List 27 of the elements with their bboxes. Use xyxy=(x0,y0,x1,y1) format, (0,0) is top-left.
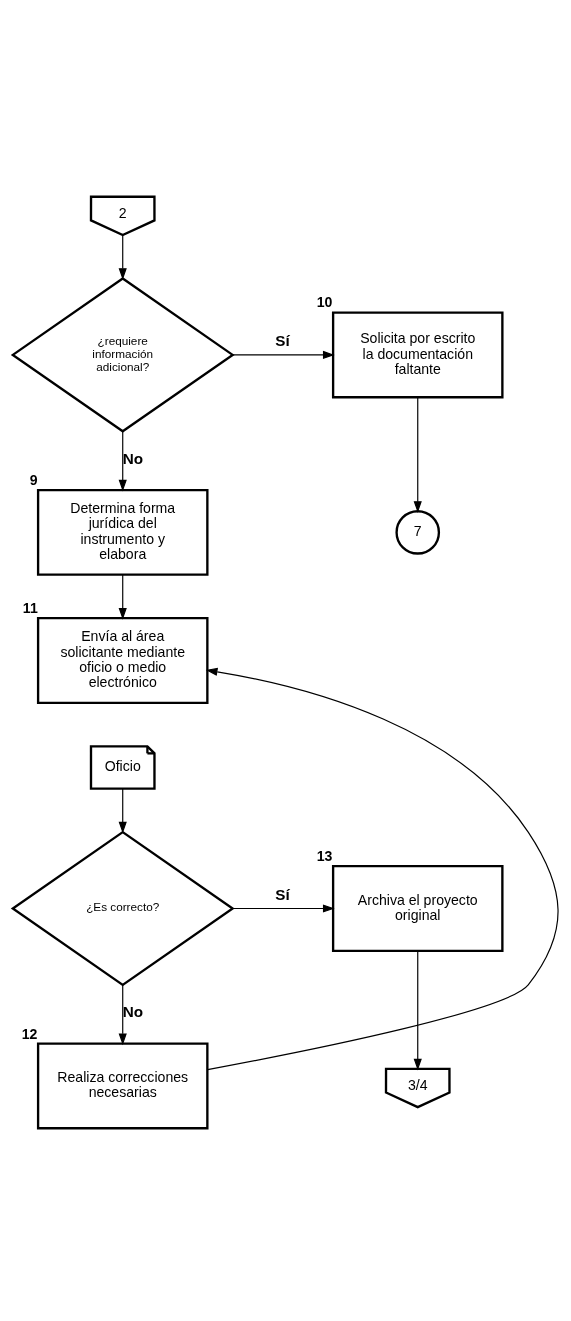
arrow xyxy=(232,350,335,360)
node-diamond: ¿requiere información adicional? xyxy=(10,277,235,433)
node-label: 12 xyxy=(21,1025,38,1042)
arrow xyxy=(118,430,127,492)
node-diamond: ¿Es correcto? xyxy=(10,830,235,987)
node-box: Archiva el proyecto original xyxy=(331,865,504,952)
arrow xyxy=(118,574,127,620)
edge-label: Sí xyxy=(275,331,290,349)
node-box: Realiza correcciones necesarias xyxy=(36,1042,209,1130)
arrow xyxy=(205,667,559,1071)
arrow xyxy=(118,984,127,1046)
edge-label: Sí xyxy=(275,885,290,903)
arrow xyxy=(118,234,127,280)
node-box: Solicita por escrito la documentación faltante xyxy=(331,311,504,399)
arrow xyxy=(413,397,422,513)
arrow xyxy=(232,904,335,913)
edge-label: No xyxy=(122,449,144,467)
node-label: 9 xyxy=(29,471,38,488)
node-label: 13 xyxy=(316,848,333,865)
node-box: Envía al área solicitante mediante oficio o medio electrónico xyxy=(36,617,209,704)
arrow xyxy=(413,950,422,1071)
node-circle: 7 xyxy=(395,510,441,555)
edge-label: No xyxy=(122,1003,144,1021)
arrow xyxy=(118,788,127,834)
node-label: 11 xyxy=(22,600,38,617)
node-box: Determina forma jurídica del instrumento y elabora xyxy=(36,488,209,576)
node-label: 10 xyxy=(316,294,333,311)
